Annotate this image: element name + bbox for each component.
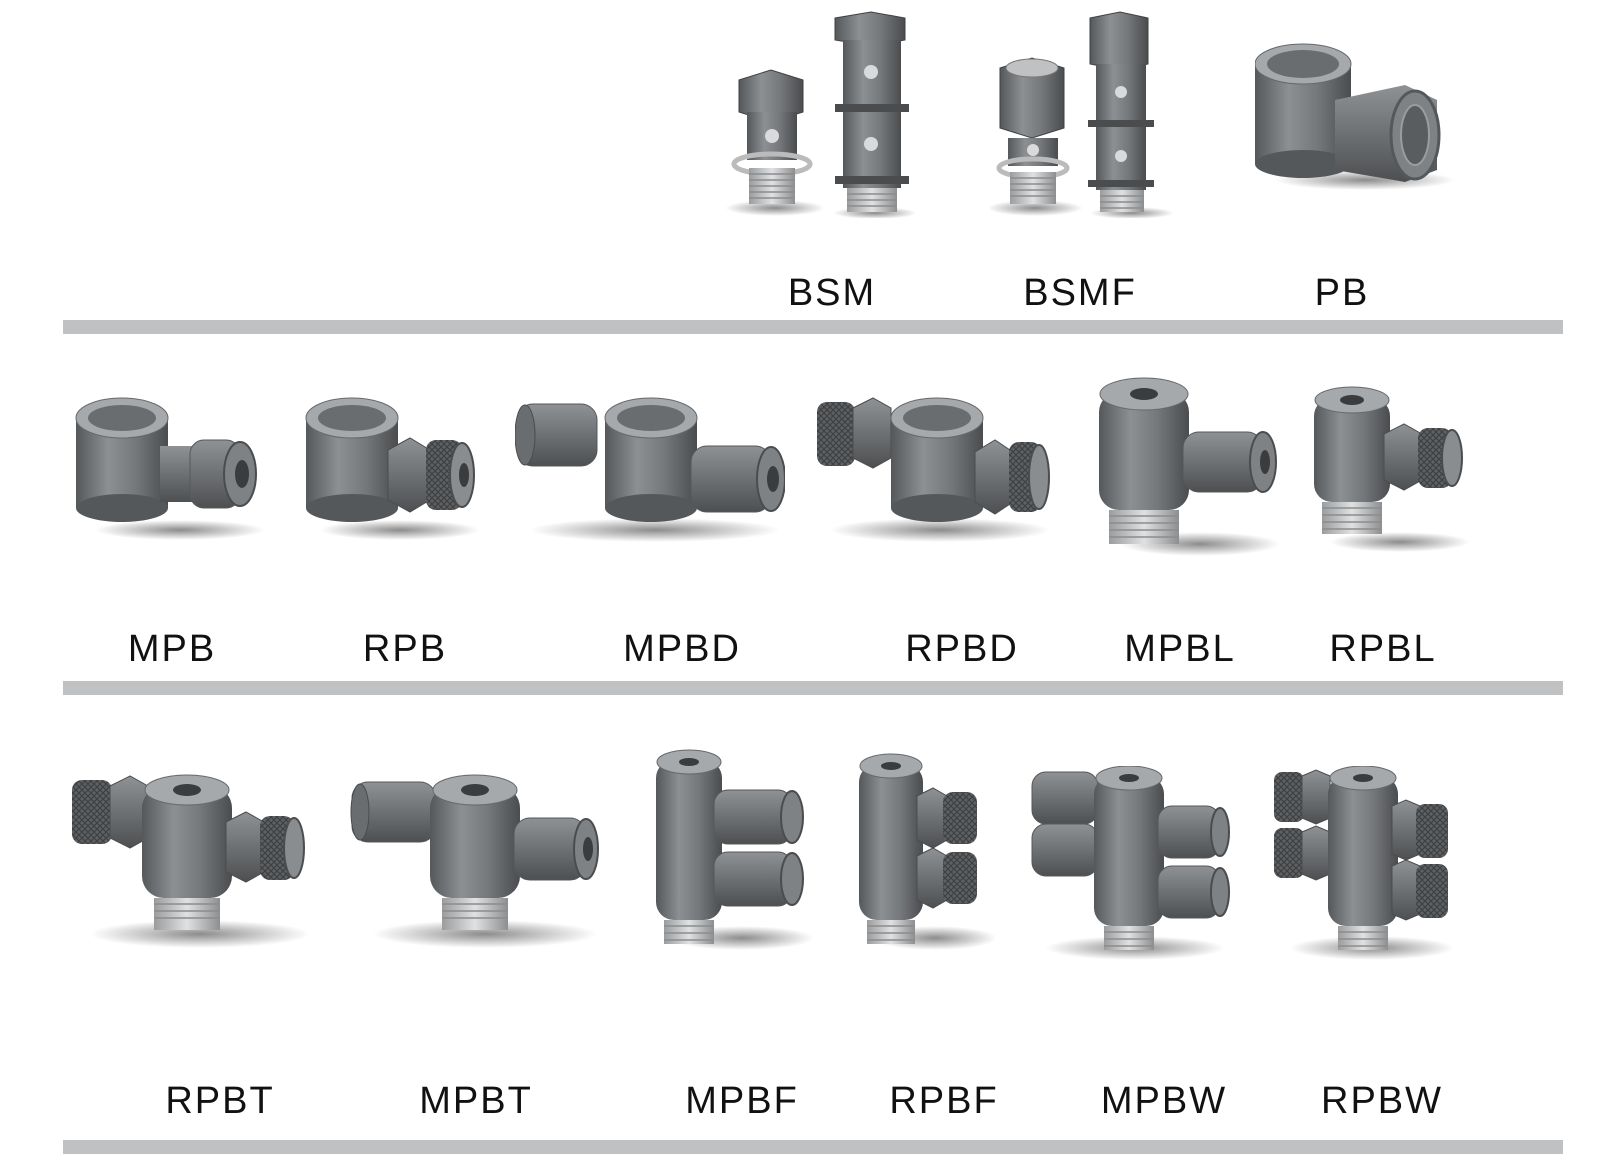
banjo-elbow-compression-icon <box>1314 386 1470 552</box>
row-divider <box>63 1140 1563 1154</box>
product-BSMF <box>990 8 1180 218</box>
banjo-body-icon <box>1255 43 1455 190</box>
product-label: BSMF <box>1023 272 1137 314</box>
product-label: MPBF <box>685 1080 799 1122</box>
product-label: BSM <box>787 272 877 314</box>
product-label: RPBF <box>889 1080 999 1122</box>
banjo-elbow-push-in-icon <box>1099 377 1280 556</box>
product-RPBL <box>1310 384 1470 559</box>
product-PB <box>1255 30 1455 200</box>
product-label: RPBL <box>1329 628 1437 670</box>
double-banjo-bolt-female-icon <box>990 11 1174 218</box>
product-RPB <box>300 390 480 550</box>
product-label: RPB <box>362 628 448 670</box>
product-MPBF <box>652 748 812 958</box>
product-RPBW <box>1272 766 1457 966</box>
product-MPBW <box>1030 766 1230 966</box>
product-BSM <box>725 8 915 218</box>
banjo-quad-compression-icon <box>1274 766 1454 960</box>
banjo-quad-push-in-icon <box>1031 766 1230 960</box>
product-label: MPBW <box>1100 1080 1228 1122</box>
product-label: MPBT <box>419 1080 533 1122</box>
double-banjo-push-in-icon <box>515 397 785 542</box>
product-label: RPBT <box>165 1080 275 1122</box>
product-MPBT <box>350 772 600 962</box>
product-RPBF <box>855 752 995 957</box>
banjo-tee-push-in-icon <box>350 774 599 948</box>
double-banjo-bolt-icon <box>725 11 915 218</box>
banjo-compression-icon <box>305 397 480 540</box>
row-divider <box>63 681 1563 695</box>
product-RPBD <box>815 392 1050 552</box>
product-label: RPBD <box>905 628 1019 670</box>
product-MPBD <box>515 392 785 552</box>
product-label: RPBW <box>1321 1080 1443 1122</box>
product-MPB <box>70 390 265 550</box>
row-divider <box>63 320 1563 334</box>
product-label: MPB <box>127 628 217 670</box>
product-RPBT <box>70 772 310 962</box>
product-label: PB <box>1314 272 1370 314</box>
product-label: MPBD <box>623 628 741 670</box>
banjo-double-push-in-icon <box>656 749 812 950</box>
product-MPBL <box>1095 376 1280 566</box>
banjo-tee-compression-icon <box>72 774 310 948</box>
product-label: MPBL <box>1124 628 1236 670</box>
banjo-double-compression-icon <box>859 753 995 950</box>
banjo-push-in-icon <box>75 397 265 540</box>
double-banjo-compression-icon <box>817 397 1050 542</box>
